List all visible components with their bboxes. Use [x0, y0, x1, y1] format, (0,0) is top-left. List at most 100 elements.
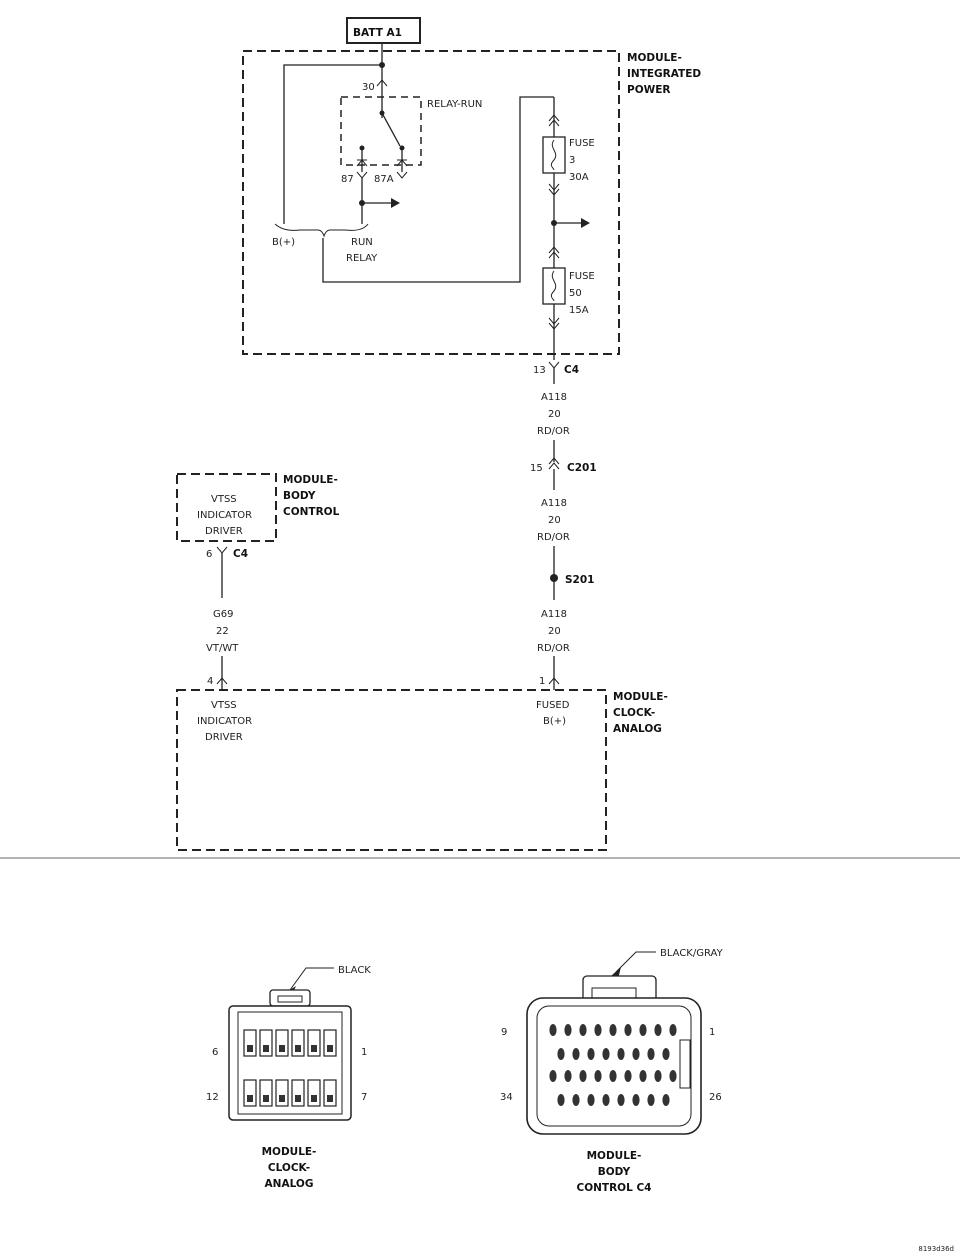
- bcm-pin-contact: [609, 1024, 617, 1036]
- a118-seg1-circuit: A118: [541, 392, 567, 403]
- pin-13-label: 13: [533, 365, 546, 376]
- fuse-50-body: [542, 267, 566, 305]
- clock-pin-contact: [247, 1095, 253, 1102]
- clock-driver-line-1: VTSS: [211, 700, 237, 711]
- pin-30-label: 30: [362, 82, 375, 93]
- integrated-power-title-1: MODULE-: [627, 52, 682, 64]
- bcm-pin-1: 1: [709, 1027, 715, 1038]
- a118-seg2-color: RD/OR: [537, 532, 570, 543]
- g69-gauge: 22: [216, 626, 229, 637]
- clock-pin-7: 7: [361, 1092, 367, 1103]
- relay-label: RELAY: [346, 253, 378, 264]
- bcm-pin-contact: [564, 1024, 572, 1036]
- clock-pin-contact: [263, 1045, 269, 1052]
- fuse-column: FUSE 3 30A FUSE 50 15A: [542, 97, 595, 360]
- battery-feed-wires: 30: [283, 43, 388, 224]
- pin-87a-label: 87A: [374, 174, 394, 185]
- clock-title-2: CLOCK-: [613, 707, 655, 719]
- bcm-pin-contact: [624, 1024, 632, 1036]
- fuse-50-number: 50: [569, 288, 582, 299]
- bcm-pin-26: 26: [709, 1092, 722, 1103]
- wire-g69: 6 C4 G69 22 VT/WT 4: [206, 546, 248, 690]
- pin-1-label: 1: [539, 676, 545, 687]
- bcm-connector-color: BLACK/GRAY: [660, 948, 724, 959]
- clock-pin-12: 12: [206, 1092, 219, 1103]
- bcm-pin-9: 9: [501, 1027, 507, 1038]
- clock-pin-cavity: [291, 1029, 305, 1057]
- bcm-pin-contact: [572, 1094, 580, 1106]
- clock-pin-cavity: [307, 1079, 321, 1107]
- run-label: RUN: [351, 237, 373, 248]
- fuse-50-rating: 15A: [569, 305, 589, 316]
- bcm-pin-contact: [632, 1094, 640, 1106]
- clock-analog-module: MODULE- CLOCK- ANALOG VTSS INDICATOR DRI…: [176, 689, 668, 851]
- bcm-driver-line-2: INDICATOR: [197, 510, 252, 521]
- bcm-pin-34: 34: [500, 1092, 513, 1103]
- fuse-3-rating: 30A: [569, 172, 589, 183]
- bcm-pin-contact: [639, 1024, 647, 1036]
- batt-a1-label: BATT A1: [353, 27, 402, 39]
- c201-connector-label: C201: [567, 462, 597, 474]
- clock-pin-contact: [327, 1095, 333, 1102]
- relay-output-arrow: [391, 198, 400, 208]
- clock-pin-cavity: [259, 1079, 273, 1107]
- c4-connector-label: C4: [564, 364, 579, 376]
- bcm-pin-contact: [639, 1070, 647, 1082]
- clock-pin-cavity: [323, 1029, 337, 1057]
- a118-seg3-circuit: A118: [541, 609, 567, 620]
- relay-run: RELAY-RUN 87 87A: [340, 96, 482, 224]
- clock-pin-contact: [247, 1045, 253, 1052]
- body-control-module: MODULE- BODY CONTROL VTSS INDICATOR DRIV…: [176, 473, 340, 542]
- g69-color: VT/WT: [206, 643, 239, 654]
- bcm-pin-contact: [609, 1070, 617, 1082]
- integrated-power-module: MODULE- INTEGRATED POWER: [242, 50, 701, 355]
- bcm-connector-title-1: MODULE-: [587, 1150, 642, 1162]
- integrated-power-title-3: POWER: [627, 84, 670, 96]
- clock-pin-cavity: [307, 1029, 321, 1057]
- pin-87-label: 87: [341, 174, 354, 185]
- bcm-pin-contact: [632, 1048, 640, 1060]
- fuse-3-body: [542, 136, 566, 174]
- clock-title-3: ANALOG: [613, 723, 662, 735]
- a118-seg3-gauge: 20: [548, 626, 561, 637]
- pin-6-label: 6: [206, 549, 212, 560]
- clock-analog-outline: [176, 689, 607, 851]
- bcm-c4-connector-view: BLACK/GRAY 9 1 34 26 MODULE- BODY CONTRO…: [500, 948, 724, 1194]
- bcm-pin-contact: [624, 1070, 632, 1082]
- fuse-3-number: 3: [569, 155, 575, 166]
- clock-pin-cavity: [243, 1029, 257, 1057]
- clock-connector-title-3: ANALOG: [265, 1178, 314, 1190]
- bcm-pin-contact: [617, 1094, 625, 1106]
- clock-driver-line-2: INDICATOR: [197, 716, 252, 727]
- clock-driver-line-3: DRIVER: [205, 732, 243, 743]
- clock-pin-6: 6: [212, 1047, 218, 1058]
- clock-pin-contact: [295, 1095, 301, 1102]
- a118-seg2-gauge: 20: [548, 515, 561, 526]
- bcm-connector-title-3: CONTROL C4: [577, 1182, 652, 1194]
- fuse-3-label: FUSE: [569, 138, 595, 149]
- bcm-pin-contact: [587, 1048, 595, 1060]
- clock-pin-contact: [327, 1045, 333, 1052]
- clock-pin-cavity: [259, 1029, 273, 1057]
- bcm-pin-contact: [587, 1094, 595, 1106]
- clock-pin-contact: [279, 1095, 285, 1102]
- bcm-pin-grid: [549, 1024, 677, 1106]
- bcm-pin-contact: [549, 1070, 557, 1082]
- bcm-pin-contact: [564, 1070, 572, 1082]
- bcm-pin-contact: [662, 1094, 670, 1106]
- body-control-title-3: CONTROL: [283, 506, 340, 518]
- bplus-label: B(+): [272, 237, 295, 248]
- bcm-pin-contact: [557, 1048, 565, 1060]
- clock-connector-title-1: MODULE-: [262, 1146, 317, 1158]
- integrated-power-outline: [242, 50, 620, 355]
- bcm-pin-contact: [602, 1094, 610, 1106]
- a118-seg2-circuit: A118: [541, 498, 567, 509]
- pin-4-label: 4: [207, 676, 213, 687]
- clock-pin-contact: [263, 1095, 269, 1102]
- body-control-outline: [176, 473, 277, 542]
- clock-fused-line-1: FUSED: [536, 700, 570, 711]
- bcm-pin-contact: [579, 1024, 587, 1036]
- clock-connector-view: BLACK 6 1 12 7 MODULE- CLOCK- ANALOG: [206, 965, 371, 1190]
- bcm-pin-contact: [669, 1070, 677, 1082]
- pin-15-label: 15: [530, 463, 543, 474]
